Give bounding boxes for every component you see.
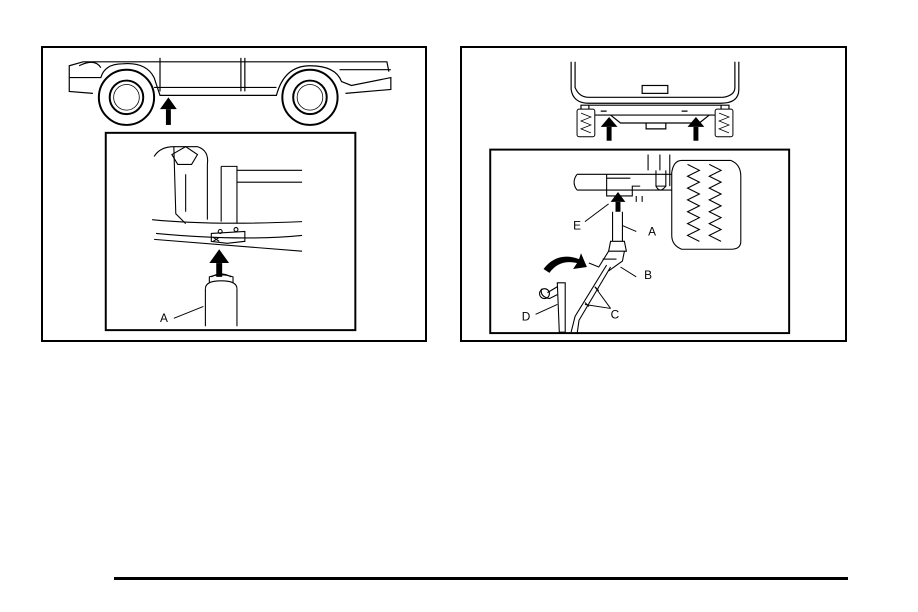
rear-jacking-point-illustration: E A B C D <box>462 48 845 340</box>
left-illustration-frame: A <box>41 46 427 342</box>
callout-label-d: D <box>522 309 531 323</box>
right-illustration-frame: E A B C D <box>460 46 847 342</box>
callout-label-b: B <box>644 268 652 282</box>
page-footer-rule <box>114 577 848 580</box>
callout-label-c: C <box>611 307 620 321</box>
side-jacking-point-illustration: A <box>43 48 425 340</box>
callout-label-a: A <box>160 311 168 325</box>
callout-label-e: E <box>573 219 581 233</box>
callout-label-a: A <box>648 224 656 238</box>
